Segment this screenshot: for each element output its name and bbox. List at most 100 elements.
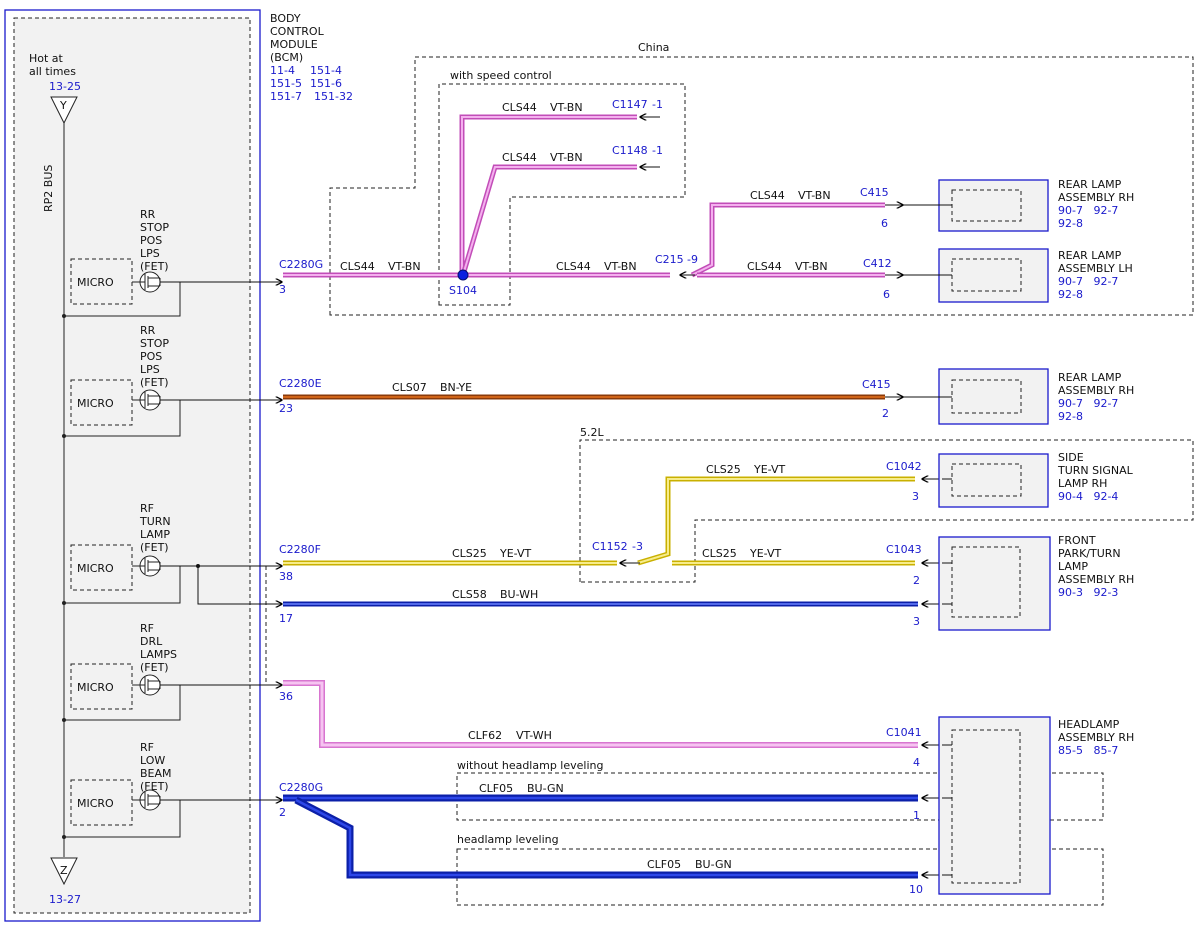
component-side-turn-signal-rh[interactable]: SIDE TURN SIGNAL LAMP RH 90-4 92-4 <box>938 451 1134 508</box>
pin-number: 1 <box>913 809 920 822</box>
wire-circuit-label: CLS07 <box>392 381 427 394</box>
micro-box <box>70 379 133 426</box>
connector-link[interactable]: C1042 <box>886 460 922 473</box>
micro-label: MICRO <box>77 681 114 694</box>
pin-number: 36 <box>279 690 293 703</box>
component-name: ASSEMBLY RH <box>1058 384 1134 397</box>
component-name: ASSEMBLY RH <box>1058 573 1134 586</box>
component-name: TURN SIGNAL <box>1057 464 1134 477</box>
connector-link[interactable]: C1148 <box>612 144 648 157</box>
bcm-title-line: CONTROL <box>270 25 325 38</box>
region-speed-control-label: with speed control <box>450 69 552 82</box>
connector-link[interactable]: C1043 <box>886 543 922 556</box>
region-5-2l-label: 5.2L <box>580 426 604 439</box>
bcm-title-line: BODY <box>270 12 301 25</box>
micro-label: MICRO <box>77 397 114 410</box>
driver-rr-stop-pos-1: RR STOP POS LPS (FET) MICRO <box>62 208 181 318</box>
component-ref[interactable]: 85-5 85-7 <box>1058 744 1118 757</box>
component-name: ASSEMBLY LH <box>1058 262 1133 275</box>
lead-junction <box>196 564 200 568</box>
wire-circuit-label: CLS44 <box>747 260 782 273</box>
component-ref[interactable]: 90-7 92-7 <box>1058 397 1118 410</box>
splice-label[interactable]: S104 <box>449 284 477 297</box>
pin-number: 3 <box>279 283 286 296</box>
splice-s104[interactable] <box>457 269 469 281</box>
pin-number: 38 <box>279 570 293 583</box>
component-ref[interactable]: 90-3 92-3 <box>1058 586 1118 599</box>
connector-link[interactable]: C2280E <box>279 377 322 390</box>
bcm-title-line: (BCM) <box>270 51 303 64</box>
wire-color-label: BU-GN <box>695 858 732 871</box>
component-rear-lamp-rh-china[interactable]: REAR LAMP ASSEMBLY RH 90-7 92-7 92-8 <box>903 178 1134 232</box>
wire-color-label: VT-WH <box>516 729 552 742</box>
connector-link[interactable]: C1041 <box>886 726 922 739</box>
wire-circuit-label: CLS58 <box>452 588 487 601</box>
connector-link[interactable]: C2280G <box>279 781 323 794</box>
component-ref[interactable]: 90-7 92-7 <box>1058 275 1118 288</box>
pin-number: 3 <box>913 615 920 628</box>
component-ref[interactable]: 90-7 92-7 <box>1058 204 1118 217</box>
bus-junction <box>62 835 66 839</box>
component-ref[interactable]: 90-4 92-4 <box>1058 490 1118 503</box>
rp2-bus-label: RP2 BUS <box>42 165 55 212</box>
component-ref[interactable]: 92-8 <box>1058 217 1083 230</box>
component-rear-lamp-rh[interactable]: REAR LAMP ASSEMBLY RH 90-7 92-7 92-8 <box>903 368 1134 425</box>
wire-color-label: BU-GN <box>527 782 564 795</box>
driver-label: STOP <box>140 221 169 234</box>
terminal-z-triangle <box>50 857 78 886</box>
component-ref[interactable]: 92-8 <box>1058 288 1083 301</box>
fet-symbol <box>132 392 161 408</box>
wire-color-label: VT-BN <box>550 151 583 164</box>
wire-color-label: VT-BN <box>798 189 831 202</box>
component-headlamp-rh[interactable]: HEADLAMP ASSEMBLY RH 85-5 85-7 <box>938 716 1134 895</box>
pin-number: -1 <box>652 98 663 111</box>
region-china-outline <box>329 56 1194 316</box>
driver-label: POS <box>140 234 162 247</box>
component-name: FRONT <box>1058 534 1096 547</box>
fet-symbol <box>132 677 161 693</box>
hot-ref-link[interactable]: 13-25 <box>49 80 81 93</box>
wire-cls44-c1147 <box>459 114 637 275</box>
wire-circuit-label: CLS25 <box>706 463 741 476</box>
pin-number: 6 <box>883 288 890 301</box>
micro-label: MICRO <box>77 797 114 810</box>
wire-circuit-label: CLS44 <box>502 151 537 164</box>
driver-label: BEAM <box>140 767 172 780</box>
driver-label: RR <box>140 208 156 221</box>
connector-link[interactable]: C415 <box>860 186 889 199</box>
connector-link[interactable]: C415 <box>862 378 891 391</box>
component-front-park-turn-rh[interactable]: FRONT PARK/TURN LAMP ASSEMBLY RH 90-3 92… <box>938 534 1134 631</box>
bus-junction <box>62 314 66 318</box>
driver-label: TURN <box>139 515 171 528</box>
connector-link[interactable]: C2280G <box>279 258 323 271</box>
wire-cls25-side <box>637 476 915 566</box>
bottom-ref-link[interactable]: 13-27 <box>49 893 81 906</box>
connector-link[interactable]: C1152 <box>592 540 628 553</box>
connector-link[interactable]: C2280F <box>279 543 321 556</box>
wire-circuit-label: CLS44 <box>750 189 785 202</box>
wire-color-label: VT-BN <box>604 260 637 273</box>
micro-label: MICRO <box>77 562 114 575</box>
driver-label: LPS <box>140 363 160 376</box>
connector-link[interactable]: C215 <box>655 253 684 266</box>
component-name: ASSEMBLY RH <box>1058 731 1134 744</box>
component-rear-lamp-lh[interactable]: REAR LAMP ASSEMBLY LH 90-7 92-7 92-8 <box>903 248 1133 303</box>
pin-number: -9 <box>687 253 698 266</box>
driver-label: LPS <box>140 247 160 260</box>
pin-number: 3 <box>912 490 919 503</box>
component-name: HEADLAMP <box>1058 718 1120 731</box>
driver-label: POS <box>140 350 162 363</box>
component-ref[interactable]: 92-8 <box>1058 410 1083 423</box>
region-china-label: China <box>638 41 669 54</box>
component-name: LAMP <box>1058 560 1088 573</box>
pin-number: 6 <box>881 217 888 230</box>
connector-link[interactable]: C1147 <box>612 98 648 111</box>
driver-label: (FET) <box>140 541 169 554</box>
wire-circuit-label: CLS25 <box>452 547 487 560</box>
wire-circuit-label: CLF05 <box>479 782 513 795</box>
connector-link[interactable]: C412 <box>863 257 892 270</box>
component-name: ASSEMBLY RH <box>1058 191 1134 204</box>
component-name: LAMP RH <box>1058 477 1107 490</box>
component-name: SIDE <box>1058 451 1084 464</box>
